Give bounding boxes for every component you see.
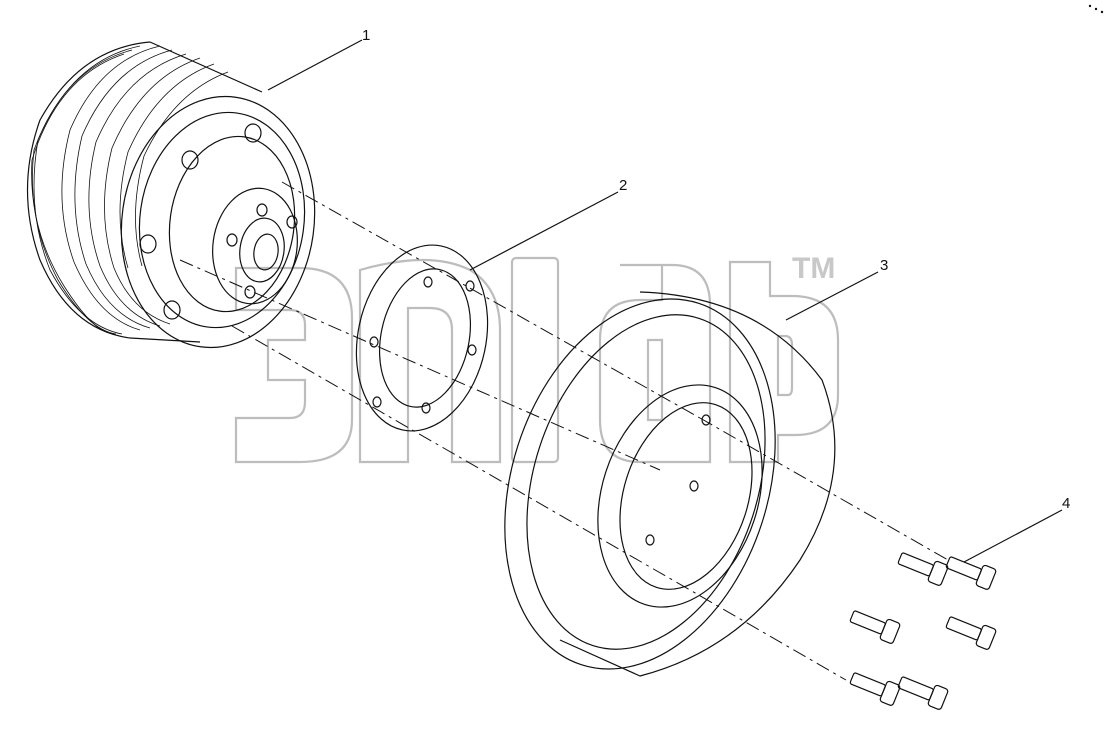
bolt: [897, 552, 949, 586]
part-1-pulley: [26, 41, 316, 349]
callout-4: 4: [1062, 495, 1070, 512]
pulley-hub-ring: [168, 135, 296, 313]
pulley-grooves: [31, 45, 229, 335]
leader-lines: [267, 39, 1063, 563]
part-3-damper: [504, 291, 836, 677]
bolt: [945, 556, 997, 590]
callouts: 1 2 3 4: [362, 27, 1070, 512]
damper-bore-outer: [597, 384, 763, 608]
part-4-bolts: [849, 552, 997, 710]
pulley-bore: [239, 217, 285, 283]
watermark-logo: TM: [234, 252, 840, 464]
callout-2: 2: [619, 177, 627, 194]
pulley-bolt-holes: [139, 123, 298, 320]
plate-outer: [355, 244, 489, 432]
bolt: [897, 676, 949, 710]
plate-inner: [378, 268, 472, 408]
pulley-hub: [212, 187, 298, 305]
watermark-trademark: TM: [792, 252, 835, 285]
bolt: [849, 610, 901, 644]
callout-1: 1: [362, 27, 370, 44]
pulley-front-face: [120, 95, 316, 349]
bolt: [945, 616, 997, 650]
callout-3: 3: [880, 257, 888, 274]
damper-bore-inner: [619, 402, 753, 590]
corner-mark: [1088, 4, 1104, 14]
damper-front-face: [504, 298, 776, 670]
part-2-spacer-plate: [355, 244, 489, 432]
bolt: [849, 672, 901, 706]
assembly-centerlines: [179, 181, 949, 681]
